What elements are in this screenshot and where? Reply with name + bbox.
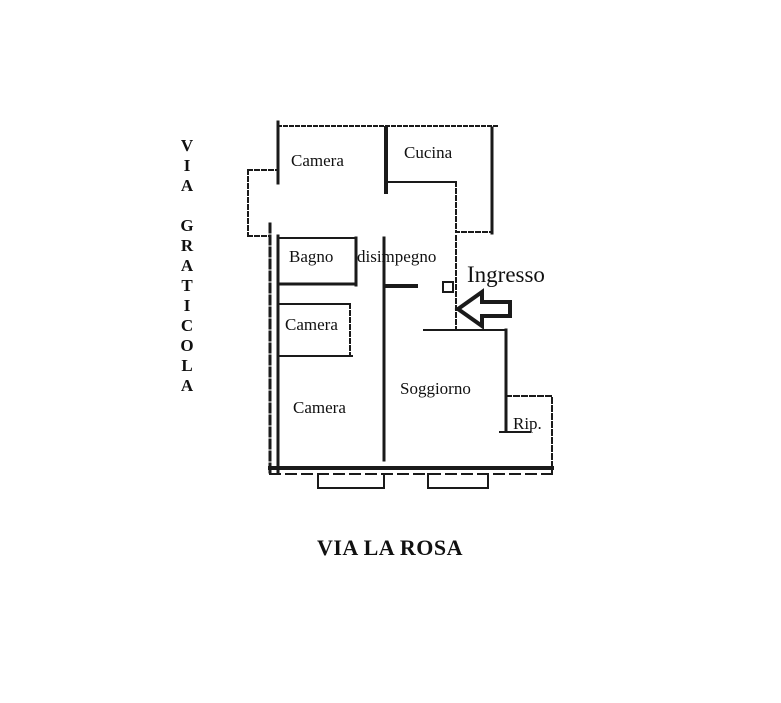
street-letter: G (180, 216, 194, 235)
wall-cucina-bottom-right (455, 181, 493, 233)
street-label-bottom: VIA LA ROSA (316, 535, 464, 560)
wall-rip (505, 395, 553, 473)
wall-stub (442, 281, 454, 293)
street-letter: L (181, 356, 193, 375)
street-letter: A (180, 256, 194, 275)
wall-left-protrusion (247, 169, 279, 237)
street-letter: V (180, 136, 194, 155)
room-label-disimpegno: disimpegno (357, 247, 437, 266)
street-letter: I (183, 156, 191, 175)
left-arrow-icon (454, 288, 512, 330)
street-letter: C (180, 316, 194, 335)
street-letter: A (180, 176, 194, 195)
room-label-camera-top: Camera (291, 151, 344, 170)
street-letter: R (180, 236, 194, 255)
bay-window-2 (427, 473, 489, 489)
room-label-camera-middle: Camera (285, 315, 338, 334)
room-label-ripostiglio: Rip. (513, 414, 542, 433)
street-letter: O (180, 336, 194, 355)
entrance-label: Ingresso (467, 262, 545, 287)
room-label-soggiorno: Soggiorno (400, 379, 471, 398)
room-label-cucina: Cucina (404, 143, 453, 162)
street-letter: I (183, 296, 191, 315)
room-label-camera-bottom: Camera (293, 398, 346, 417)
bay-window-1 (317, 473, 385, 489)
street-letter: T (181, 276, 193, 295)
street-letter: A (180, 376, 194, 395)
room-label-bagno: Bagno (289, 247, 334, 266)
